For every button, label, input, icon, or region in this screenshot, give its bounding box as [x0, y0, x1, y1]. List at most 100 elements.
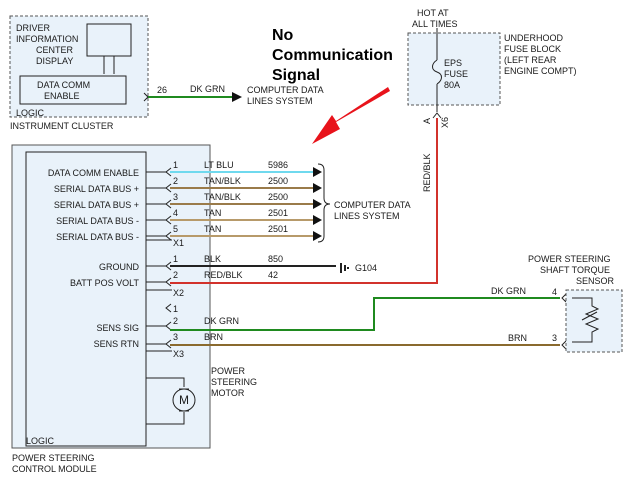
x3-pin-1: 1 [173, 304, 178, 314]
control-module: LOGIC POWER STEERING CONTROL MODULE DATA… [11, 144, 567, 474]
fuse-pin-a: A [422, 118, 432, 124]
pin-number: 2 [173, 316, 178, 326]
x1-destination-line1: COMPUTER DATA [334, 200, 411, 210]
power-steering-motor: M POWER STEERING MOTOR [146, 366, 257, 425]
ground-label: G104 [355, 263, 377, 273]
fuse-label-line1: EPS [444, 58, 462, 68]
pin-label: SERIAL DATA BUS - [56, 216, 139, 226]
eps-fuse-symbol [432, 59, 442, 85]
cluster-destination-line2: LINES SYSTEM [247, 96, 313, 106]
wire-color: TAN [204, 224, 221, 234]
dic-label-line1: DRIVER [16, 23, 51, 33]
pin-label: GROUND [99, 262, 139, 272]
pin-number: 3 [173, 192, 178, 202]
torque-sensor: POWER STEERING SHAFT TORQUE SENSOR 4 3 D… [491, 254, 623, 353]
pin-chevron [165, 231, 172, 241]
x1-pin-1: DATA COMM ENABLE 1 LT BLU 5986 [48, 160, 288, 178]
circuit-number: 2500 [268, 176, 288, 186]
x1-destination-line2: LINES SYSTEM [334, 211, 400, 221]
sensor-chevron-rtn [561, 340, 567, 350]
circuit-number: 2500 [268, 192, 288, 202]
data-comm-enable-box [19, 75, 127, 105]
annotation-line3: Signal [272, 67, 320, 84]
pin-chevron [165, 277, 172, 287]
x1-bracket [317, 163, 331, 243]
dic-display-link [103, 56, 115, 74]
wire-color: RED/BLK [204, 270, 243, 280]
x1-connector-label: X1 [173, 238, 184, 248]
pin-chevron [165, 321, 172, 331]
fuse-label-line2: FUSE [444, 69, 468, 79]
wire-color: LT BLU [204, 160, 234, 170]
pin-number: 5 [173, 224, 178, 234]
x1-arrow-3 [313, 199, 322, 209]
fuse-block-outline [407, 32, 501, 106]
cluster-connector [143, 92, 149, 102]
sensor-pin-4: 4 [552, 287, 557, 297]
circuit-number: 5986 [268, 160, 288, 170]
module-wires [146, 167, 567, 350]
sensor-pin-3: 3 [552, 333, 557, 343]
dic-label-line4: DISPLAY [36, 56, 73, 66]
sensor-name-line3: SENSOR [576, 276, 615, 286]
pin-chevron [165, 303, 172, 313]
motor-wiring [146, 377, 185, 425]
sensor-wiper [581, 311, 598, 321]
x1-pin-4: SERIAL DATA BUS - 4 TAN 2501 [56, 208, 288, 226]
hot-label-line1: HOT AT [417, 8, 449, 18]
fuse-wire-color: RED/BLK [422, 153, 432, 192]
cluster-wire-color: DK GRN [190, 84, 225, 94]
dic-label-line3: CENTER [36, 45, 74, 55]
x1-pin-5: SERIAL DATA BUS - 5 TAN 2501 [56, 224, 288, 242]
motor-brushes [179, 388, 189, 412]
sensor-rtn-color: BRN [508, 333, 527, 343]
x1-arrow-2 [313, 183, 322, 193]
pin-number: 4 [173, 208, 178, 218]
wire-color: TAN/BLK [204, 176, 241, 186]
x1-arrow-4 [313, 215, 322, 225]
fuse-connector-x6: X6 [440, 117, 450, 128]
pin-label: BATT POS VOLT [70, 278, 140, 288]
x2-pin-1-ground: GROUND 1 BLK 850 [99, 254, 283, 272]
x1-arrow-5 [313, 231, 322, 241]
x3-pin-2-sens-sig: SENS SIG 2 DK GRN [96, 316, 239, 333]
underhood-fuse-block: HOT AT ALL TIMES UNDERHOOD FUSE BLOCK (L… [407, 8, 577, 283]
pin-number: 1 [173, 254, 178, 264]
annotation-line1: No [272, 27, 294, 44]
wire-color: DK GRN [204, 316, 239, 326]
wire-color: BRN [204, 332, 223, 342]
x3-wire-sens-sig [170, 297, 560, 331]
dic-display-box [86, 23, 132, 57]
fuse-block-name-line2: FUSE BLOCK [504, 44, 561, 54]
x2-pin-2-batt: BATT POS VOLT 2 RED/BLK 42 [70, 270, 278, 288]
pin-number: 3 [173, 332, 178, 342]
data-comm-label-line2: ENABLE [44, 91, 80, 101]
fuse-block-name-line4: ENGINE COMPT) [504, 66, 577, 76]
pin-number: 1 [173, 160, 178, 170]
sensor-name-line1: POWER STEERING [528, 254, 611, 264]
motor-name-line1: POWER [211, 366, 246, 376]
no-communication-annotation: No Communication Signal [272, 27, 393, 144]
wire-color: TAN [204, 208, 221, 218]
pin-label: SENS RTN [94, 339, 139, 349]
motor-name-line3: MOTOR [211, 388, 245, 398]
ground-symbol [340, 263, 349, 273]
x2-connector-label: X2 [173, 288, 184, 298]
cluster-logic-label: LOGIC [16, 108, 45, 118]
pin-label: SERIAL DATA BUS + [54, 200, 139, 210]
motor-m-label: M [179, 393, 189, 407]
pin-chevron [165, 199, 172, 209]
fuse-block-name-line1: UNDERHOOD [504, 33, 564, 43]
sensor-name-line2: SHAFT TORQUE [540, 265, 610, 275]
pin-number: 2 [173, 176, 178, 186]
circuit-number: 2501 [268, 224, 288, 234]
fuse-connector-symbol [432, 112, 442, 119]
hot-label-line2: ALL TIMES [412, 19, 458, 29]
circuit-number: 2501 [268, 208, 288, 218]
wire-color: BLK [204, 254, 221, 264]
pin-number: 1 [173, 304, 178, 314]
pin-chevron [165, 339, 172, 349]
instrument-cluster: DRIVER INFORMATION CENTER DISPLAY DATA C… [9, 15, 324, 131]
dic-label-line2: INFORMATION [16, 34, 78, 44]
pin-chevron [165, 215, 172, 225]
